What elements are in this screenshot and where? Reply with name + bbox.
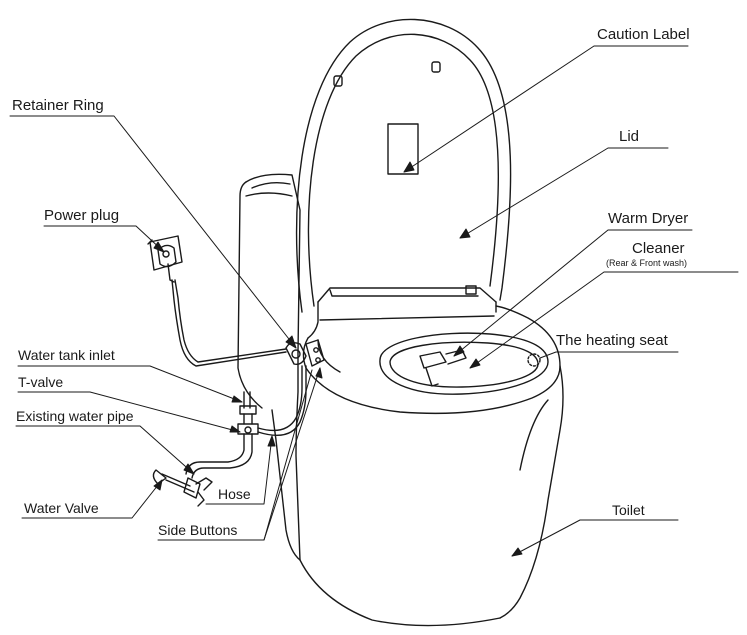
leader-lines xyxy=(9,45,739,557)
leader-cleaner xyxy=(469,271,739,369)
label-hose: Hose xyxy=(218,486,251,502)
leader-lid xyxy=(459,147,669,239)
label-heating-seat: The heating seat xyxy=(556,332,668,349)
label-power-plug: Power plug xyxy=(44,207,120,224)
power-plug xyxy=(147,235,287,367)
label-lid: Lid xyxy=(619,128,640,145)
seat-hinge-cover xyxy=(307,285,497,339)
toilet-body xyxy=(271,351,564,627)
water-valve xyxy=(152,469,213,507)
water-plumbing xyxy=(185,365,307,479)
label-water-valve: Water Valve xyxy=(24,500,99,516)
leader-hose xyxy=(205,435,273,505)
leader-t-valve xyxy=(17,391,241,433)
leader-power-plug xyxy=(43,225,165,253)
toilet-bowl xyxy=(302,305,561,415)
leader-retainer-ring xyxy=(9,115,297,349)
label-cleaner-sub: (Rear & Front wash) xyxy=(606,258,688,268)
leader-water-valve xyxy=(21,479,163,519)
label-side-buttons: Side Buttons xyxy=(158,522,238,538)
leader-warm-dryer xyxy=(453,229,693,357)
toilet-tank xyxy=(237,173,301,409)
label-retainer-ring: Retainer Ring xyxy=(12,97,104,114)
label-caution-label: Caution Label xyxy=(597,26,690,43)
leader-side-buttons-2 xyxy=(263,369,313,541)
leader-caution-label xyxy=(403,45,689,173)
label-warm-dryer: Warm Dryer xyxy=(608,210,689,227)
label-toilet: Toilet xyxy=(612,502,645,518)
leader-heating-seat xyxy=(539,351,679,359)
label-cleaner: Cleaner xyxy=(632,240,685,257)
label-water-tank-inlet: Water tank inlet xyxy=(18,347,115,363)
caution-label-plate xyxy=(387,123,419,175)
leader-toilet xyxy=(511,519,679,557)
lid xyxy=(295,18,512,313)
label-t-valve: T-valve xyxy=(18,374,64,390)
leader-existing-water-pipe xyxy=(15,425,195,475)
label-existing-water-pipe: Existing water pipe xyxy=(16,408,134,424)
leader-water-tank-inlet xyxy=(17,365,243,403)
